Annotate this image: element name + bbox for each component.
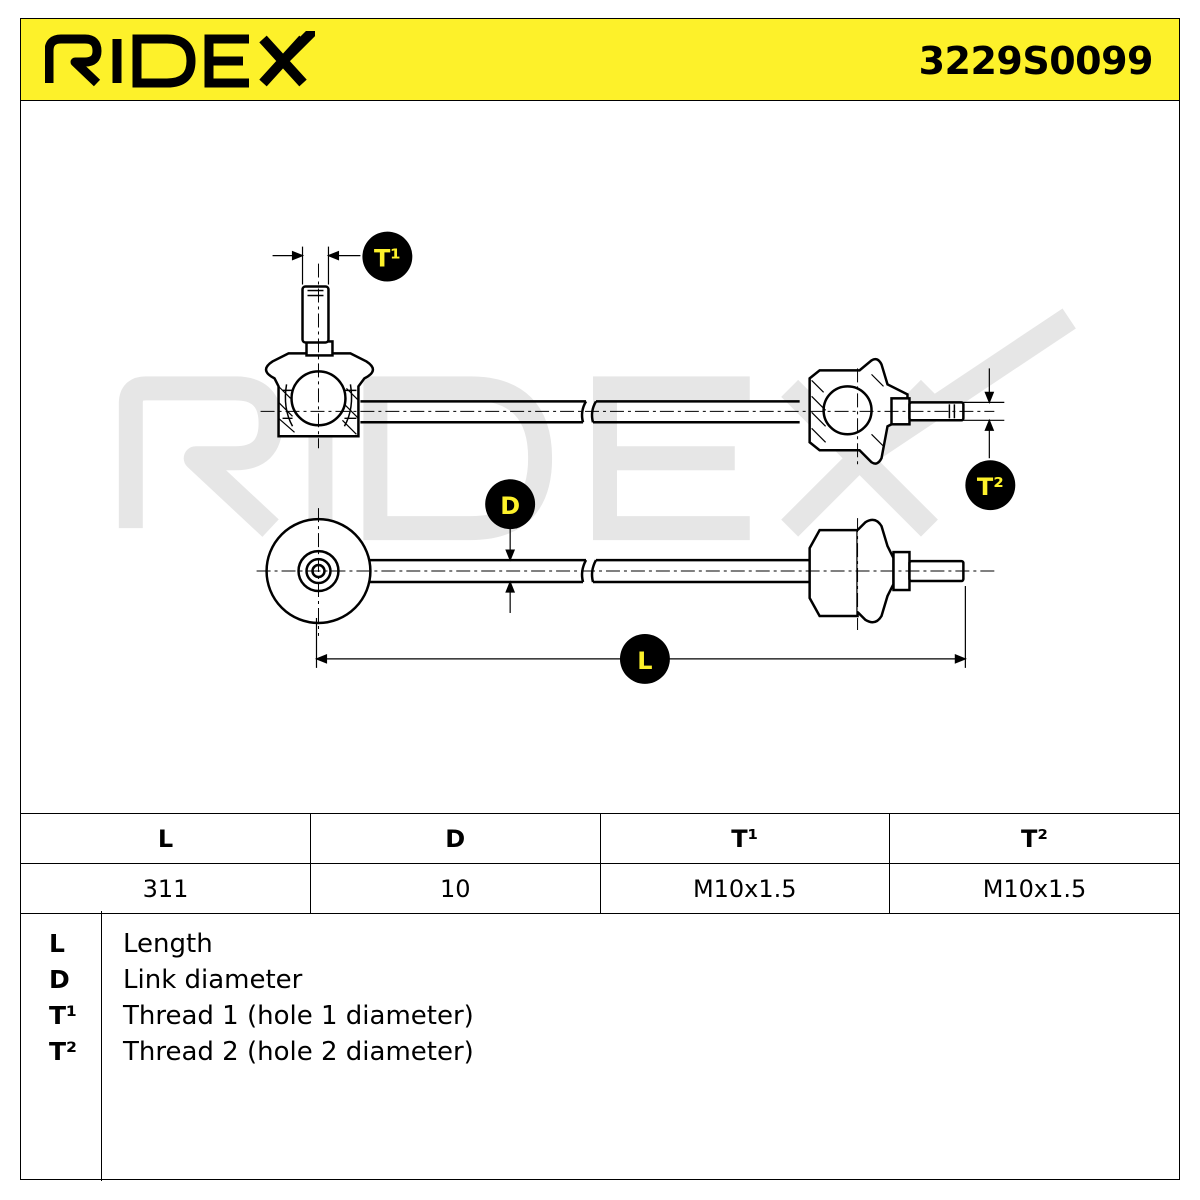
spec-table: L D T¹ T² 311 10 M10x1.5 M10x1.5 (21, 813, 1179, 914)
marker-l: L (619, 633, 670, 684)
spec-value-row: 311 10 M10x1.5 M10x1.5 (21, 863, 1179, 914)
drawing-sheet: 3229S0099 (20, 18, 1180, 1181)
legend: L Length D Link diameter T¹ Thread 1 (ho… (21, 911, 1179, 1181)
spec-header-d: D (310, 813, 601, 864)
legend-divider (101, 911, 102, 1181)
legend-item: T¹ Thread 1 (hole 1 diameter) (21, 1001, 1179, 1037)
spec-value-t1: M10x1.5 (599, 863, 890, 914)
svg-text:D: D (500, 492, 520, 520)
t1-dimension (272, 246, 361, 285)
legend-desc: Length (123, 929, 213, 959)
part-number: 3229S0099 (918, 39, 1154, 83)
svg-text:L: L (637, 647, 652, 675)
svg-text:T²: T² (977, 473, 1004, 501)
marker-t1: T¹ (362, 231, 413, 282)
legend-desc: Link diameter (123, 965, 303, 995)
legend-item: T² Thread 2 (hole 2 diameter) (21, 1037, 1179, 1073)
legend-item: L Length (21, 929, 1179, 965)
svg-text:T¹: T¹ (374, 245, 401, 273)
technical-drawing: T¹ T² D L (118, 231, 1076, 684)
link-side-view (264, 285, 965, 465)
spec-header-t1: T¹ (599, 813, 890, 864)
d-dimension (505, 528, 516, 613)
spec-header-row: L D T¹ T² (21, 813, 1179, 864)
legend-key: T¹ (49, 1001, 78, 1030)
legend-key: D (49, 965, 70, 994)
spec-header-t2: T² (889, 813, 1179, 864)
legend-key: L (49, 929, 65, 958)
spec-value-d: 10 (310, 863, 601, 914)
spec-value-l: 311 (21, 863, 311, 914)
spec-value-t2: M10x1.5 (889, 863, 1179, 914)
header-bar: 3229S0099 (21, 19, 1179, 101)
spec-header-l: L (21, 813, 311, 864)
legend-desc: Thread 2 (hole 2 diameter) (123, 1037, 474, 1067)
legend-item: D Link diameter (21, 965, 1179, 1001)
brand-logo (44, 21, 323, 93)
marker-t2: T² (965, 460, 1016, 511)
marker-d: D (485, 479, 536, 530)
t2-dimension (963, 368, 1005, 459)
legend-key: T² (49, 1037, 78, 1066)
legend-desc: Thread 1 (hole 1 diameter) (123, 1001, 474, 1031)
